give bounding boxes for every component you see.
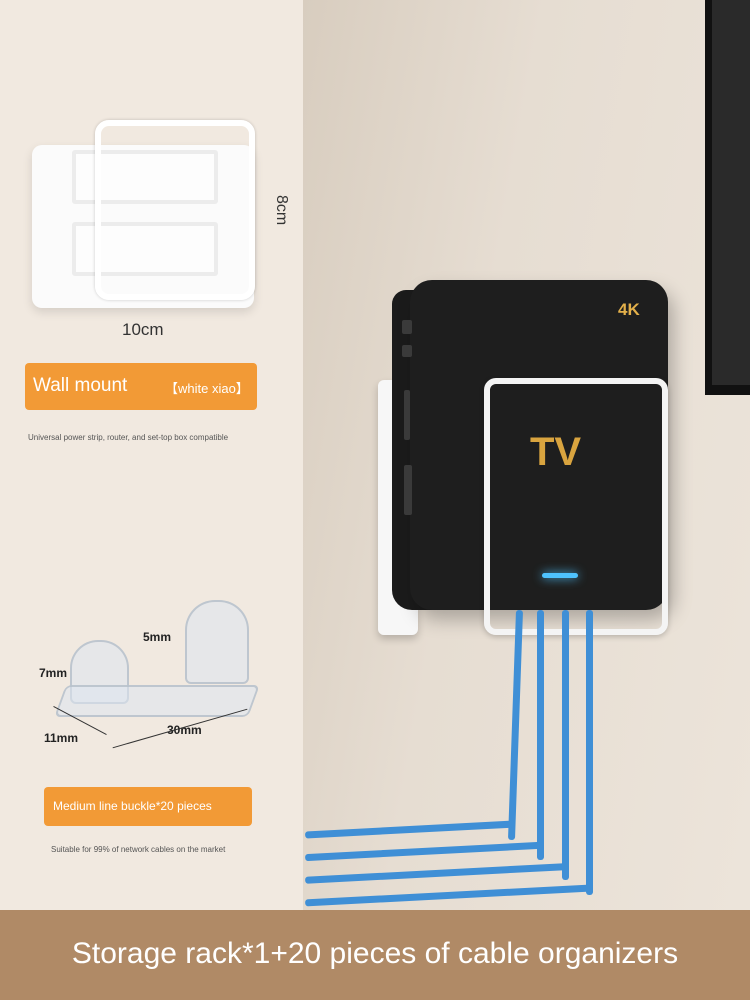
port — [402, 345, 412, 357]
dimension-clip-height: 7mm — [39, 666, 68, 680]
port — [404, 465, 412, 515]
cable-clip — [185, 600, 249, 684]
dimension-height: 8cm — [273, 195, 290, 226]
line-buckle-title: Medium line buckle*20 pieces — [53, 799, 212, 813]
tv-logo: TV — [530, 430, 582, 474]
dimension-clip-length: 30mm — [167, 723, 202, 737]
dimension-width: 10cm — [122, 320, 164, 339]
wall-mount-label: Wall mount 【white xiao】 — [25, 363, 257, 410]
tv-screen-inner — [712, 0, 750, 385]
port — [404, 390, 410, 440]
badge-4k: 4K — [618, 300, 640, 319]
status-led — [542, 573, 578, 578]
wall-mount-frame — [95, 120, 255, 300]
cable-clip-base — [54, 685, 260, 717]
dimension-clip-depth: 11mm — [44, 731, 79, 745]
set-top-box — [410, 280, 668, 610]
line-buckle-label: Medium line buckle*20 pieces — [44, 787, 252, 826]
network-cable — [537, 610, 544, 860]
network-cable — [586, 610, 593, 895]
banner-text: Storage rack*1+20 pieces of cable organi… — [71, 937, 679, 970]
wall-mount-title: Wall mount — [33, 375, 128, 396]
network-cable — [562, 610, 569, 880]
wall-mount-variant: 【white xiao】 — [165, 381, 249, 396]
dimension-opening: 5mm — [143, 630, 172, 644]
line-buckle-note: Suitable for 99% of network cables on th… — [51, 845, 226, 854]
port — [402, 320, 412, 334]
wall-mount-note: Universal power strip, router, and set-t… — [28, 433, 229, 442]
wire-rack-frame — [484, 378, 668, 635]
bottom-banner: Storage rack*1+20 pieces of cable organi… — [0, 910, 750, 1000]
